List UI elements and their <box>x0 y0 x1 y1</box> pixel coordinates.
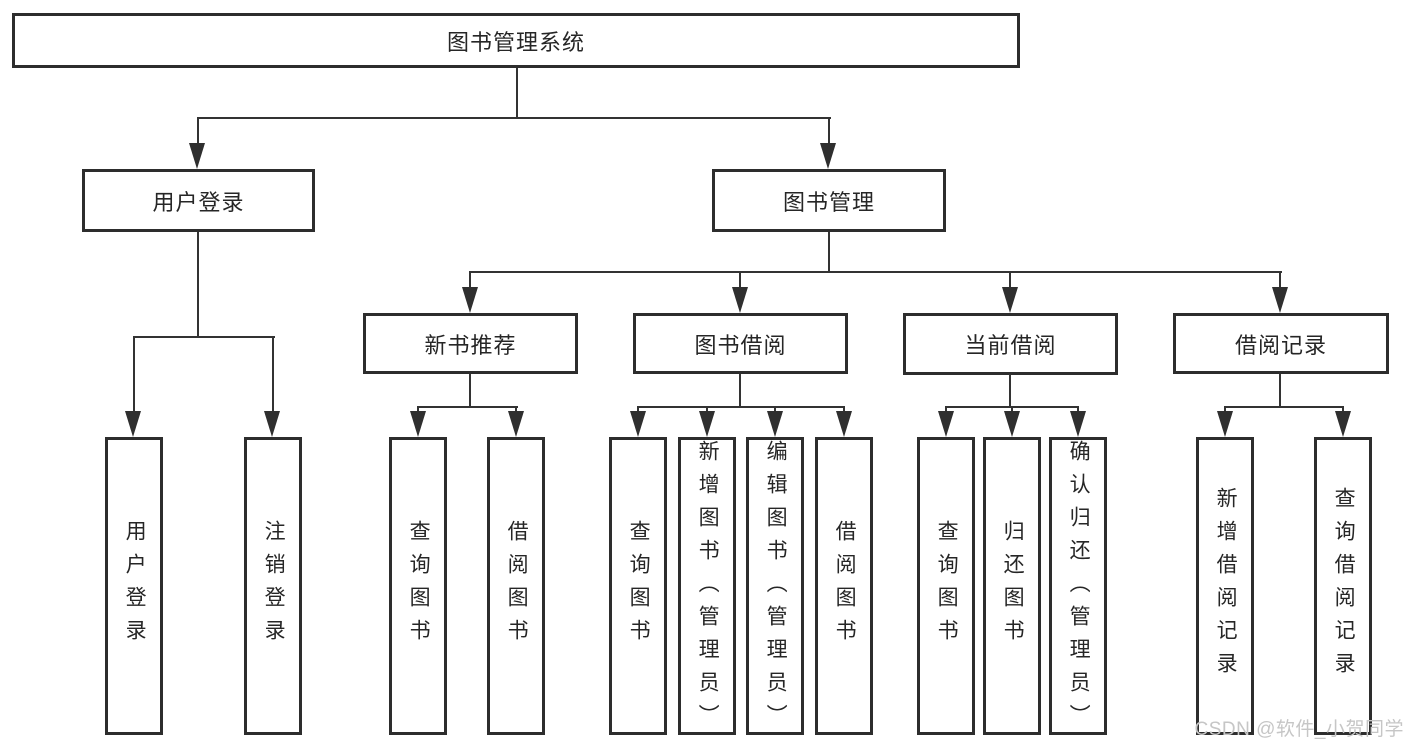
node-user-login: 用户登录 <box>82 169 315 232</box>
leaf-label: 新增图书（管理员） <box>696 440 720 737</box>
leaf-label: 归还图书 <box>1001 520 1025 652</box>
leaf-label: 查询借阅记录 <box>1332 487 1356 685</box>
arrowhead-down-icon <box>732 287 748 313</box>
connector-level1-horizontal <box>197 117 831 119</box>
leaf-label: 查询图书 <box>935 520 959 652</box>
arrowhead-down-icon <box>1217 411 1233 437</box>
connector-split-horizontal <box>637 406 845 408</box>
leaf-add-books-admin: 新增图书（管理员） <box>678 437 736 737</box>
connector-module-drop <box>469 374 471 408</box>
connector-module-drop <box>1009 374 1011 408</box>
leaf-add-borrow-record: 新增借阅记录 <box>1196 437 1254 735</box>
connector-split-horizontal <box>1224 406 1344 408</box>
leaf-edit-books-admin: 编辑图书（管理员） <box>746 437 804 737</box>
connector-user-login-horizontal <box>133 336 275 338</box>
node-book-management: 图书管理 <box>712 169 946 232</box>
connector-module-drop <box>739 374 741 408</box>
leaf-label: 编辑图书（管理员） <box>764 440 788 737</box>
connector-level2-horizontal <box>469 271 1282 273</box>
leaf-label: 借阅图书 <box>505 520 529 652</box>
connector-stem <box>197 117 199 145</box>
leaf-label: 用户登录 <box>123 520 147 652</box>
connector-stem <box>1279 273 1281 289</box>
arrowhead-down-icon <box>125 411 141 437</box>
node-borrow-records: 借阅记录 <box>1173 313 1389 374</box>
arrowhead-down-icon <box>938 411 954 437</box>
leaf-logout: 注销登录 <box>244 437 302 735</box>
arrowhead-down-icon <box>1272 287 1288 313</box>
leaf-label: 注销登录 <box>262 520 286 652</box>
leaf-query-borrow-record: 查询借阅记录 <box>1314 437 1372 735</box>
arrowhead-down-icon <box>1004 411 1020 437</box>
connector-stem <box>272 338 274 413</box>
leaf-borrow-books: 借阅图书 <box>815 437 873 735</box>
connector-stem <box>1009 273 1011 289</box>
leaf-query-books: 查询图书 <box>609 437 667 735</box>
leaf-return-books: 归还图书 <box>983 437 1041 735</box>
arrowhead-down-icon <box>264 411 280 437</box>
arrowhead-down-icon <box>410 411 426 437</box>
arrowhead-down-icon <box>462 287 478 313</box>
node-new-book-recommend: 新书推荐 <box>363 313 578 374</box>
arrowhead-down-icon <box>1070 411 1086 437</box>
arrowhead-down-icon <box>630 411 646 437</box>
leaf-label: 借阅图书 <box>833 520 857 652</box>
connector-user-login-drop <box>197 232 199 338</box>
leaf-label: 查询图书 <box>627 520 651 652</box>
connector-split-horizontal <box>417 406 518 408</box>
connector-root-drop <box>516 68 518 119</box>
connector-split-horizontal <box>945 406 1079 408</box>
leaf-user-login: 用户登录 <box>105 437 163 735</box>
leaf-label: 查询图书 <box>407 520 431 652</box>
connector-stem <box>133 338 135 413</box>
leaf-query-books: 查询图书 <box>389 437 447 735</box>
connector-stem <box>739 273 741 289</box>
arrowhead-down-icon <box>1002 287 1018 313</box>
leaf-borrow-books: 借阅图书 <box>487 437 545 735</box>
arrowhead-down-icon <box>836 411 852 437</box>
arrowhead-down-icon <box>1335 411 1351 437</box>
arrowhead-down-icon <box>189 143 205 169</box>
arrowhead-down-icon <box>820 143 836 169</box>
connector-stem <box>469 273 471 289</box>
connector-book-mgmt-drop <box>828 232 830 273</box>
node-book-borrow: 图书借阅 <box>633 313 848 374</box>
node-current-borrow: 当前借阅 <box>903 313 1118 375</box>
leaf-query-books: 查询图书 <box>917 437 975 735</box>
connector-module-drop <box>1279 374 1281 408</box>
leaf-confirm-return-admin: 确认归还（管理员） <box>1049 437 1107 737</box>
leaf-label: 新增借阅记录 <box>1214 487 1238 685</box>
csdn-watermark: CSDN @软件_小贺同学 <box>1194 719 1404 740</box>
arrowhead-down-icon <box>508 411 524 437</box>
arrowhead-down-icon <box>699 411 715 437</box>
connector-stem <box>828 117 830 145</box>
node-library-management-system: 图书管理系统 <box>12 13 1020 68</box>
arrowhead-down-icon <box>767 411 783 437</box>
leaf-label: 确认归还（管理员） <box>1067 440 1091 737</box>
